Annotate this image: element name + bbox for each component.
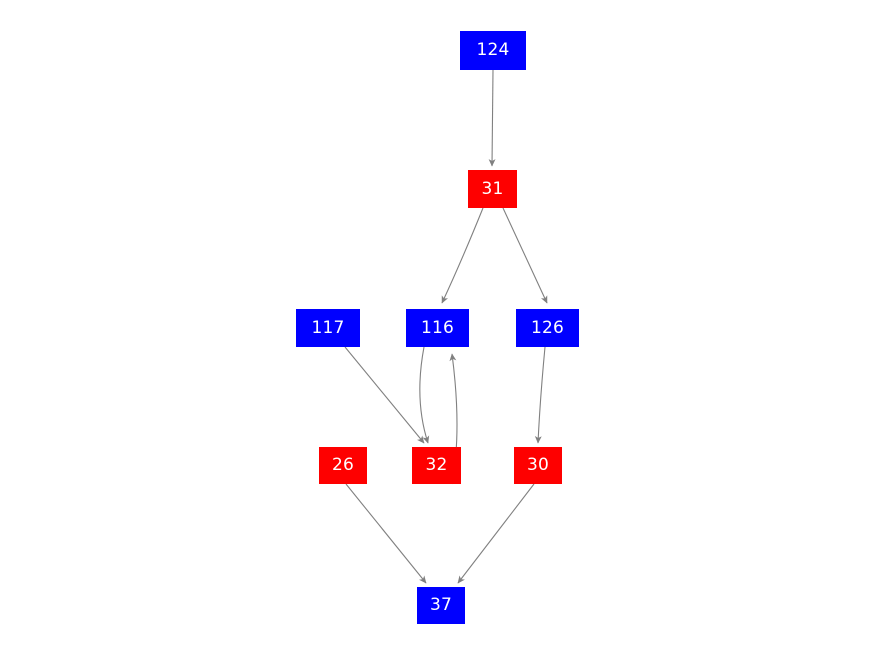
graph-node-label: 37 <box>429 595 453 615</box>
graph-node-label: 126 <box>530 317 565 338</box>
graph-edge-31-to-126 <box>502 207 548 304</box>
graph-node-116[interactable]: 116 <box>406 309 469 347</box>
graph-node-124[interactable]: 124 <box>460 31 526 70</box>
graph-node-37[interactable]: 37 <box>417 587 465 624</box>
graph-node-label: 30 <box>526 455 550 475</box>
graph-node-126[interactable]: 126 <box>516 309 579 347</box>
graph-node-label: 116 <box>420 317 455 338</box>
graph-node-117[interactable]: 117 <box>296 309 360 347</box>
graph-edge-124-to-31 <box>488 69 496 167</box>
graph-node-label: 124 <box>476 40 510 60</box>
graph-edge-116-to-32 <box>419 346 430 444</box>
graph-node-label: 31 <box>481 178 504 199</box>
graph-edge-30-to-37 <box>457 483 535 584</box>
graph-node-label: 32 <box>425 455 448 475</box>
graph-edge-31-to-116 <box>441 207 484 304</box>
graph-node-26[interactable]: 26 <box>319 447 367 484</box>
graph-node-label: 117 <box>311 317 345 338</box>
graph-node-30[interactable]: 30 <box>514 447 562 484</box>
graph-node-32[interactable]: 32 <box>412 447 461 484</box>
graph-edge-26-to-37 <box>345 483 427 584</box>
graph-node-31[interactable]: 31 <box>468 170 517 208</box>
graph-node-label: 26 <box>331 455 355 475</box>
graph-edge-126-to-30 <box>534 346 546 444</box>
graph-edge-117-to-32 <box>344 346 425 444</box>
